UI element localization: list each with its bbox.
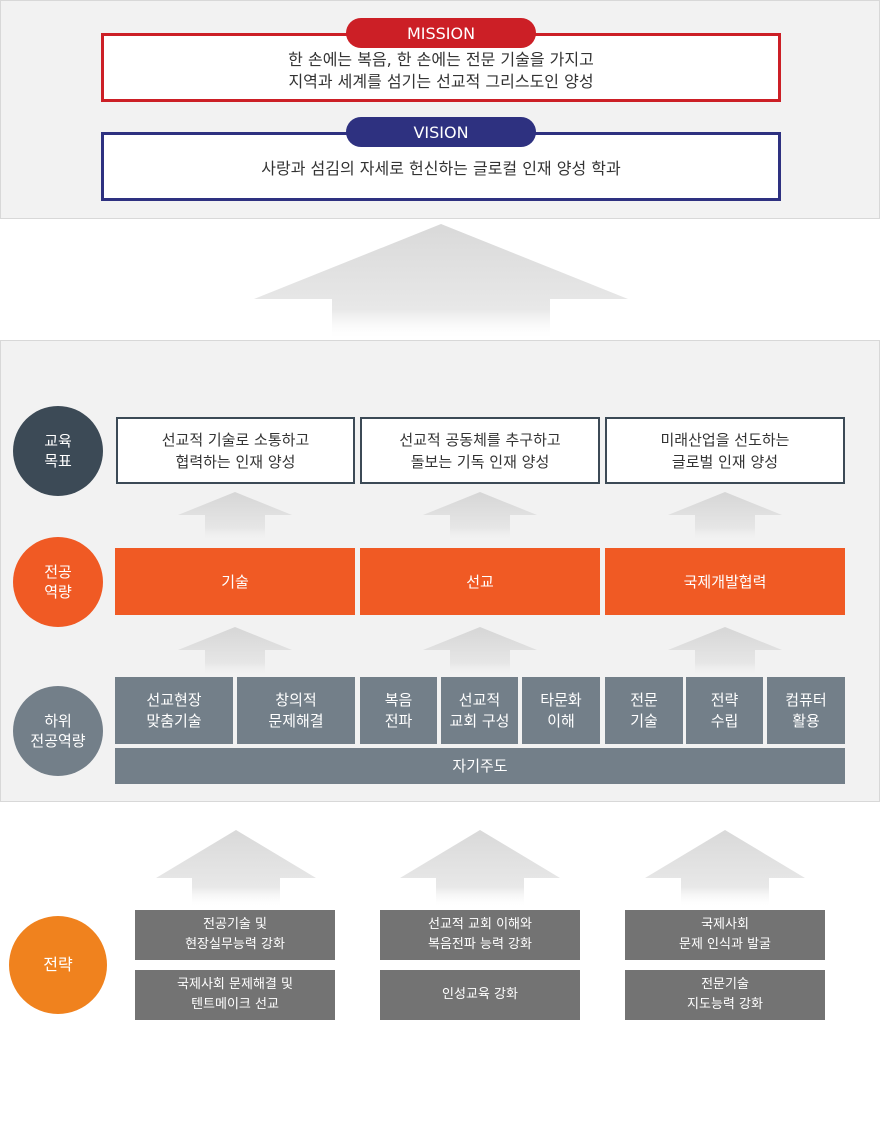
- vision-text: 사랑과 섬김의 자세로 헌신하는 글로컬 인재 양성 학과: [261, 158, 621, 178]
- strategy-row-circle: 전략: [9, 916, 107, 1014]
- goal-3-line-2: 글로벌 인재 양성: [671, 452, 779, 471]
- sub-6-line-1: 전문: [630, 690, 658, 709]
- strategy-box-3: 선교적 교회 이해와 복음전파 능력 강화: [380, 910, 580, 960]
- sub-row-label-1: 하위: [44, 712, 72, 730]
- sub-1-line-2: 맞춤기술: [146, 711, 202, 730]
- sub-3-line-2: 전파: [384, 711, 413, 730]
- sub-5-line-2: 이해: [547, 711, 575, 730]
- sub-row-label-2: 전공역량: [30, 732, 86, 750]
- sub-8-line-1: 컴퓨터: [785, 690, 827, 709]
- strategy-2-line-2: 텐트메이크 선교: [191, 997, 279, 1012]
- sub-4-line-2: 교회 구성: [449, 711, 510, 730]
- goal-3-line-1: 미래산업을 선도하는: [660, 430, 790, 449]
- strategy-box-4: 인성교육 강화: [380, 970, 580, 1020]
- up-arrow-icon: [178, 627, 292, 675]
- sub-competency-box-6: 전문 기술: [605, 677, 683, 744]
- sub-8-line-2: 활용: [792, 711, 820, 730]
- up-arrow-icon: [668, 627, 782, 675]
- strategy-box-6: 전문기술 지도능력 강화: [625, 970, 825, 1020]
- sub-competency-box-5: 타문화 이해: [522, 677, 600, 744]
- strategy-4-line-1: 인성교육 강화: [442, 987, 518, 1002]
- strategy-3-line-1: 선교적 교회 이해와: [428, 917, 532, 932]
- goal-2-line-2: 돌보는 기독 인재 양성: [410, 452, 550, 471]
- sub-1-line-1: 선교현장: [146, 690, 202, 709]
- competency-row-label-1: 전공: [44, 563, 72, 581]
- goal-box-1: 선교적 기술로 소통하고 협력하는 인재 양성: [116, 417, 355, 484]
- strategy-5-line-1: 국제사회: [701, 917, 749, 932]
- common-sub-competency-box: 자기주도: [115, 748, 845, 784]
- goal-box-2: 선교적 공동체를 추구하고 돌보는 기독 인재 양성: [360, 417, 600, 484]
- mission-line-2: 지역과 세계를 섬기는 선교적 그리스도인 양성: [288, 71, 594, 91]
- sub-competency-box-2: 창의적 문제해결: [237, 677, 355, 744]
- up-arrow-icon: [400, 830, 560, 906]
- sub-competency-box-7: 전략 수립: [686, 677, 763, 744]
- goal-row-label-1: 교육: [44, 432, 72, 450]
- goal-1-line-2: 협력하는 인재 양성: [175, 452, 296, 471]
- up-arrow-icon: [668, 492, 782, 540]
- sub-5-line-1: 타문화: [540, 690, 582, 709]
- strategy-box-5: 국제사회 문제 인식과 발굴: [625, 910, 825, 960]
- strategy-box-2: 국제사회 문제해결 및 텐트메이크 선교: [135, 970, 335, 1020]
- goal-box-3: 미래산업을 선도하는 글로벌 인재 양성: [605, 417, 845, 484]
- up-arrow-icon: [178, 492, 292, 540]
- goal-2-line-1: 선교적 공동체를 추구하고: [399, 430, 561, 449]
- competency-row-circle: 전공 역량: [13, 537, 103, 627]
- sub-2-line-1: 창의적: [275, 690, 317, 709]
- up-arrow-icon: [423, 627, 537, 675]
- goal-1-line-1: 선교적 기술로 소통하고: [161, 430, 310, 449]
- strategy-5-line-2: 문제 인식과 발굴: [679, 937, 771, 952]
- sub-2-line-2: 문제해결: [268, 711, 324, 730]
- up-arrow-icon: [423, 492, 537, 540]
- up-arrow-icon: [156, 830, 316, 906]
- competency-box-1: 기술: [115, 548, 355, 615]
- competency-box-2: 선교: [360, 548, 600, 615]
- mission-line-1: 한 손에는 복음, 한 손에는 전문 기술을 가지고: [288, 49, 594, 69]
- sub-competency-box-3: 복음 전파: [360, 677, 437, 744]
- goal-row-circle: 교육 목표: [13, 406, 103, 496]
- strategy-2-line-1: 국제사회 문제해결 및: [177, 977, 293, 992]
- up-arrow-icon: [645, 830, 805, 906]
- sub-row-circle: 하위 전공역량: [13, 686, 103, 776]
- competency-box-3: 국제개발협력: [605, 548, 845, 615]
- sub-competency-box-8: 컴퓨터 활용: [767, 677, 845, 744]
- strategy-1-line-2: 현장실무능력 강화: [185, 937, 285, 952]
- mission-label: MISSION: [346, 18, 536, 48]
- sub-7-line-1: 전략: [710, 690, 739, 709]
- strategy-box-1: 전공기술 및 현장실무능력 강화: [135, 910, 335, 960]
- sub-competency-box-4: 선교적 교회 구성: [441, 677, 518, 744]
- sub-competency-box-1: 선교현장 맞춤기술: [115, 677, 233, 744]
- strategy-3-line-2: 복음전파 능력 강화: [428, 937, 532, 952]
- big-up-arrow-icon: [254, 224, 628, 338]
- strategy-6-line-2: 지도능력 강화: [687, 997, 763, 1012]
- sub-6-line-2: 기술: [630, 711, 658, 730]
- sub-4-line-1: 선교적: [458, 690, 501, 709]
- goal-row-label-2: 목표: [44, 452, 72, 470]
- sub-3-line-1: 복음: [384, 690, 413, 709]
- strategy-1-line-1: 전공기술 및: [203, 917, 267, 932]
- strategy-6-line-1: 전문기술: [701, 977, 749, 992]
- competency-row-label-2: 역량: [44, 583, 72, 601]
- vision-label: VISION: [346, 117, 536, 147]
- sub-7-line-2: 수립: [710, 711, 739, 730]
